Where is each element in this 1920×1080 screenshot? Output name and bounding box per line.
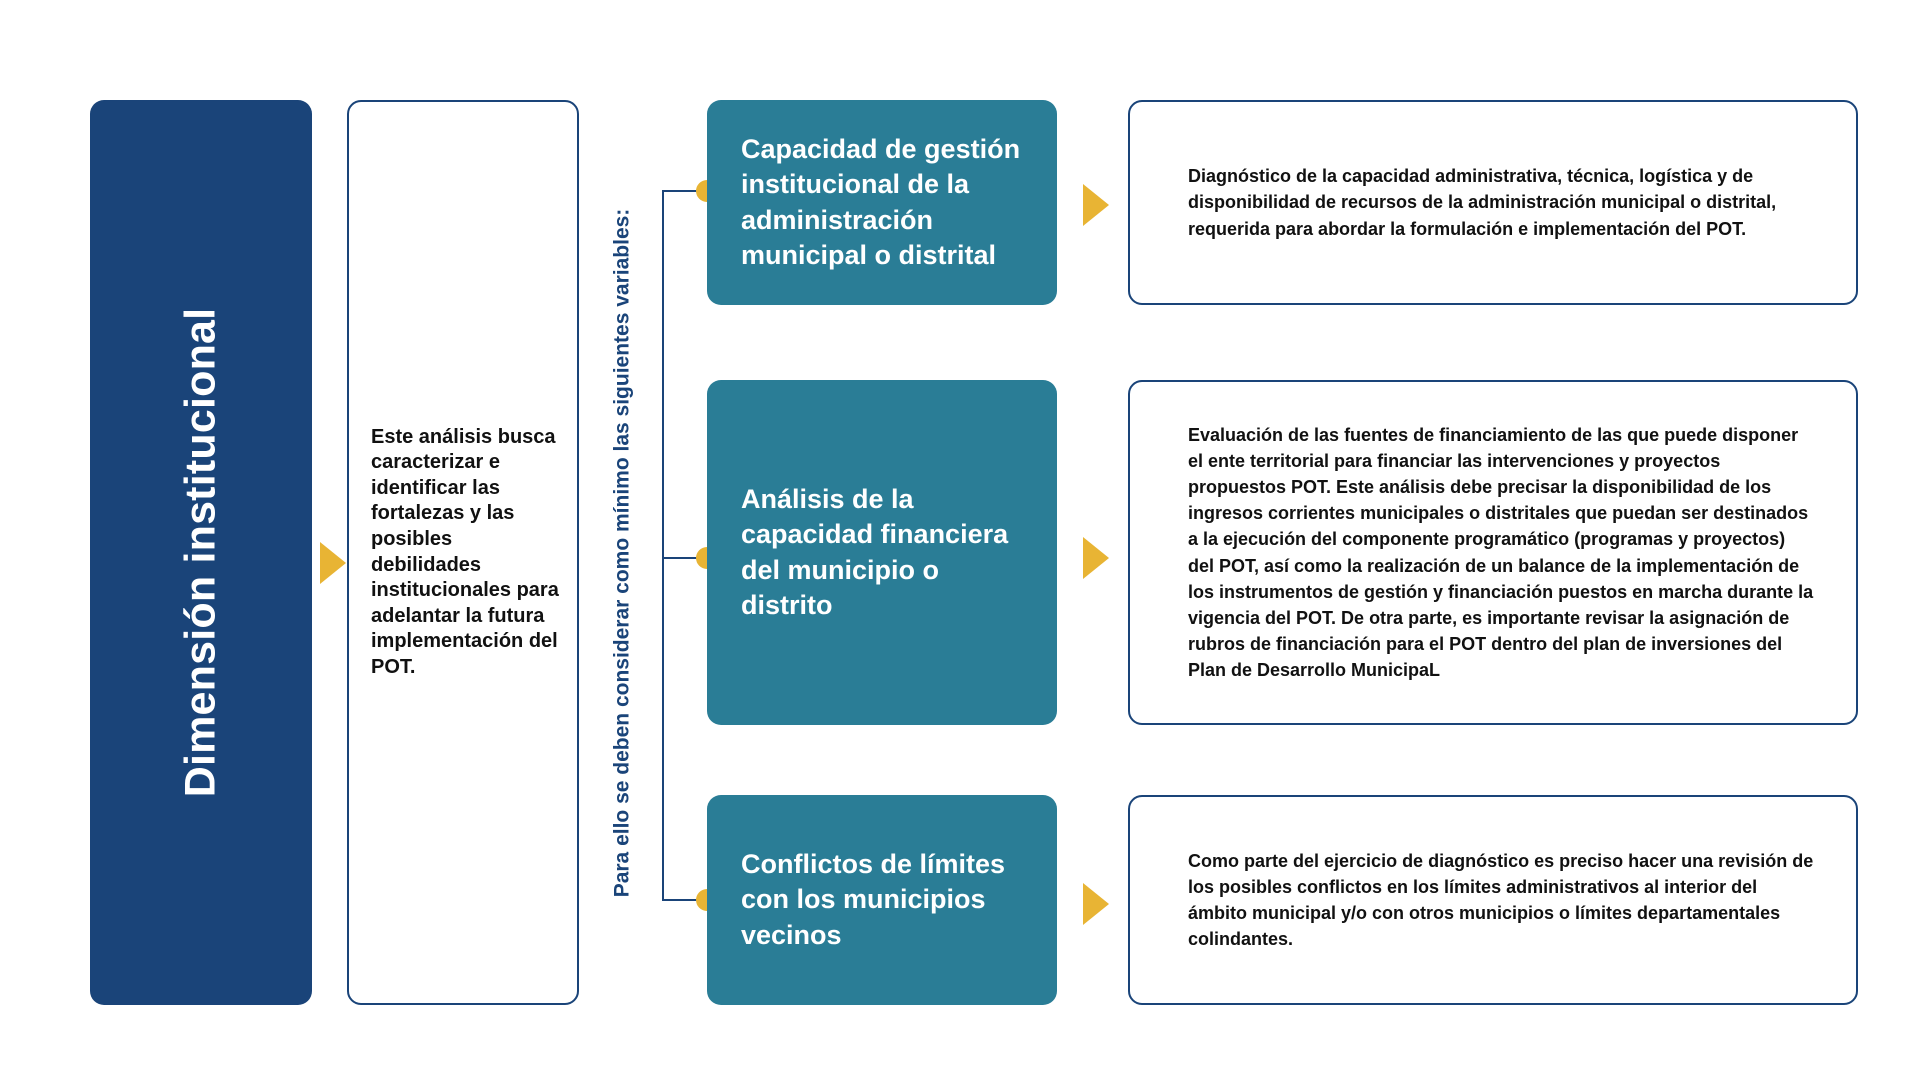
detail-card-1-text: Diagnóstico de la capacidad administrati…	[1188, 166, 1777, 239]
detail-card-3: Como parte del ejercicio de diagnóstico …	[1128, 795, 1858, 1005]
variable-card-2-title: Análisis de la capacidad financiera del …	[741, 484, 1009, 620]
variable-card-1-title: Capacidad de gestión institucional de la…	[741, 134, 1021, 270]
dimension-title-label: Dimensión institucional	[176, 307, 225, 798]
dimension-intro-card: Este análisis busca caracterizar e ident…	[347, 100, 579, 1005]
arrow-right-icon-2	[1083, 537, 1109, 579]
variable-card-3: Conflictos de límites con los municipios…	[707, 795, 1057, 1005]
dimension-intro-text: Este análisis busca caracterizar e ident…	[371, 425, 559, 678]
arrow-right-icon-3	[1083, 883, 1109, 925]
detail-card-2: Evaluación de las fuentes de financiamie…	[1128, 380, 1858, 725]
dimension-title-bar: Dimensión institucional	[90, 100, 312, 1005]
detail-card-1: Diagnóstico de la capacidad administrati…	[1128, 100, 1858, 305]
detail-card-2-text: Evaluación de las fuentes de financiamie…	[1188, 425, 1814, 680]
variable-card-1: Capacidad de gestión institucional de la…	[707, 100, 1057, 305]
variables-caption: Para ello se deben considerar como mínim…	[600, 100, 644, 1005]
arrow-right-icon-1	[1083, 184, 1109, 226]
variables-caption-label: Para ello se deben considerar como mínim…	[610, 208, 633, 897]
bracket-stub-3	[662, 899, 706, 901]
bracket-stub-2	[662, 557, 706, 559]
arrow-right-icon-main	[320, 542, 346, 584]
bracket-spine	[662, 190, 664, 900]
detail-card-3-text: Como parte del ejercicio de diagnóstico …	[1188, 850, 1814, 950]
bracket-stub-1	[662, 190, 706, 192]
variable-card-2: Análisis de la capacidad financiera del …	[707, 380, 1057, 725]
variable-card-3-title: Conflictos de límites con los municipios…	[741, 849, 1006, 950]
